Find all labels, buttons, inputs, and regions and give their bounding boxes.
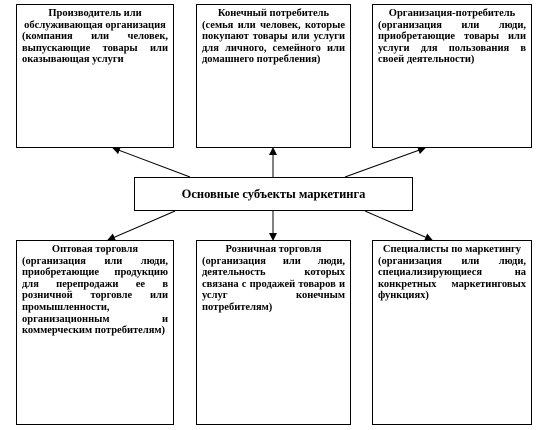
specialists-description: (организация или люди, специализирующиес… [378, 255, 526, 302]
specialists-box: Специалисты по маркетингу (организация и… [372, 240, 532, 425]
retail-title: Розничная торговля [225, 244, 322, 255]
end-consumer-description: (семья или человек, которые покупают тов… [202, 19, 345, 66]
producer-description: (компания или человек, выпускающие товар… [22, 31, 168, 66]
org-consumer-box: Организация-потребитель (организация или… [372, 4, 532, 148]
arrow-to-org-consumer [344, 146, 426, 178]
org-consumer-title: Организация-потребитель [388, 8, 516, 19]
retail-description: (организация или люди, деятельность кото… [202, 255, 345, 313]
producer-title: Производитель или обслуживающая организа… [24, 8, 166, 31]
wholesale-title: Оптовая торговля [51, 244, 139, 255]
wholesale-description: (организация или люди, приобретающие про… [22, 255, 168, 337]
end-consumer-title: Конечный потребитель [217, 8, 330, 19]
org-consumer-description: (организация или люди, приобретающие тов… [378, 19, 526, 66]
center-label: Основные субъекты маркетинга [181, 186, 366, 201]
arrow-to-producer [112, 146, 191, 178]
center-box: Основные субъекты маркетинга [134, 177, 413, 211]
retail-box: Розничная торговля (организация или люди… [196, 240, 351, 425]
wholesale-box: Оптовая торговля (организация или люди, … [16, 240, 174, 425]
specialists-title: Специалисты по маркетингу [382, 244, 522, 255]
producer-box: Производитель или обслуживающая организа… [16, 4, 174, 148]
arrow-to-wholesale [107, 210, 176, 241]
arrow-to-specialists [364, 210, 433, 241]
end-consumer-box: Конечный потребитель (семья или человек,… [196, 4, 351, 148]
